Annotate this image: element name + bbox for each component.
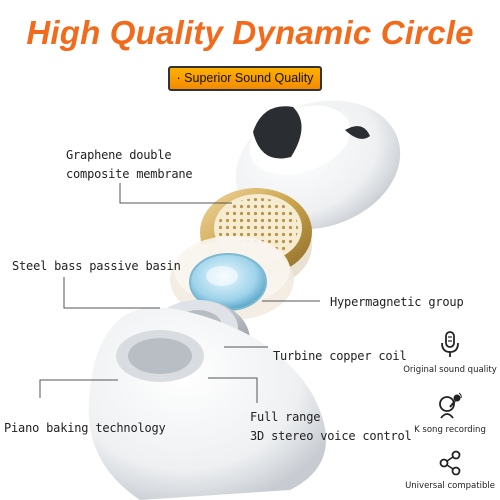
piano-label: Piano baking technology: [4, 421, 166, 435]
full-range-label-line1: Full range: [250, 410, 321, 424]
badge-label: · Superior Sound Quality: [176, 71, 314, 85]
earbud-bottom-shell: [88, 307, 326, 500]
full-range-label-line2: 3D stereo voice control: [250, 429, 412, 443]
feature-k-song: K song recording: [390, 392, 500, 435]
graphene-label-line2: composite membrane: [66, 167, 193, 181]
microphone-icon: [441, 331, 459, 357]
turbine-label: Turbine copper coil: [273, 349, 407, 363]
steel-bass-label: Steel bass passive basin: [12, 259, 181, 273]
share-nodes-icon: [439, 450, 461, 476]
feature-universal-label: Universal compatible: [405, 481, 495, 491]
hypermagnetic-lens: [189, 253, 267, 311]
feature-universal: Universal compatible: [390, 450, 500, 491]
feature-original-sound-label: Original sound quality: [403, 365, 497, 375]
feature-badge: · Superior Sound Quality: [168, 66, 322, 91]
graphene-label-line1: Graphene double: [66, 148, 172, 162]
singing-person-icon: [439, 392, 462, 419]
feature-k-song-label: K song recording: [414, 425, 486, 435]
hypermagnetic-label: Hypermagnetic group: [330, 295, 464, 309]
feature-original-sound: Original sound quality: [390, 330, 500, 375]
page-title: High Quality Dynamic Circle: [26, 14, 474, 51]
